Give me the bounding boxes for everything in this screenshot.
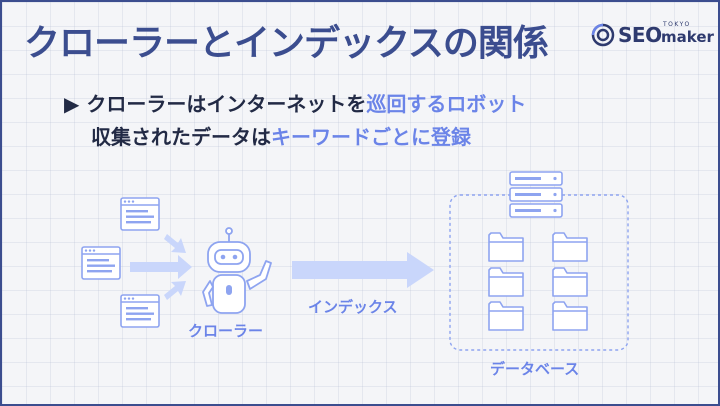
folder-icon	[552, 301, 588, 331]
logo-tokyo-text: TOKYO	[663, 21, 691, 28]
line1-accent: 巡回するロボット	[366, 92, 527, 116]
logo-maker-text: maker	[661, 28, 714, 46]
collect-arrow-icon	[130, 234, 192, 300]
line2-accent: キーワードごとに登録	[271, 125, 471, 149]
line2-prefix: 収集されたデータは	[91, 125, 271, 149]
logo-mark-icon	[591, 23, 615, 47]
folder-icon	[552, 232, 588, 262]
database-box	[449, 194, 629, 351]
webpage-icon	[120, 197, 160, 231]
server-icon	[509, 171, 563, 218]
logo-seo-text: SEO	[618, 23, 662, 47]
line1-prefix: クローラーはインターネットを	[79, 92, 367, 116]
bullet-marker: ▶	[64, 92, 80, 116]
folder-icon	[552, 267, 588, 297]
crawler-label: クローラー	[188, 322, 264, 340]
description-line-2: 収集されたデータはキーワードごとに登録	[91, 121, 471, 150]
description-line-1: ▶ クローラーはインターネットを巡回するロボット	[64, 88, 526, 117]
webpage-icon	[120, 294, 160, 328]
index-label: インデックス	[308, 298, 398, 316]
robot-icon	[202, 227, 272, 314]
webpage-icon	[81, 246, 121, 280]
index-arrow-icon	[292, 252, 434, 288]
folder-icon	[488, 301, 524, 331]
slide-title: クローラーとインデックスの関係	[24, 23, 549, 64]
folder-icon	[488, 232, 524, 262]
seo-maker-logo: SEO TOKYO maker	[590, 16, 714, 58]
database-label: データベース	[490, 360, 580, 378]
folder-icon	[488, 267, 524, 297]
